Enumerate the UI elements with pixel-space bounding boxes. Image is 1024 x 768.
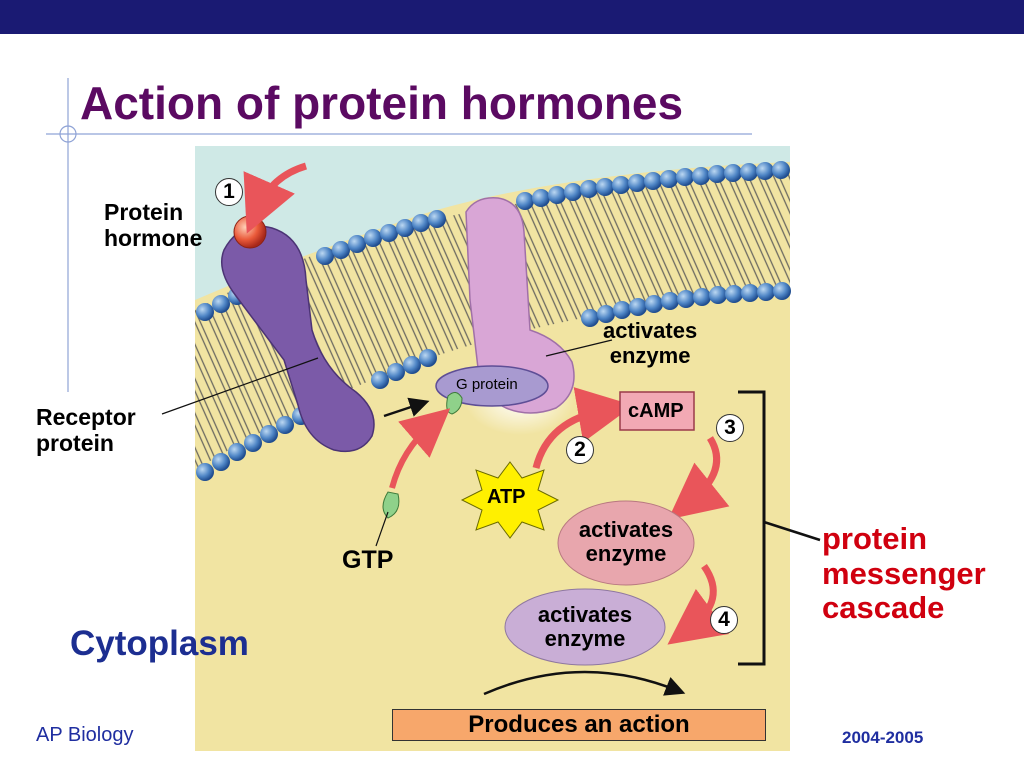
arrow-step-3 — [668, 436, 730, 520]
label-activates-enzyme-low: activates enzyme — [537, 602, 633, 651]
label-activates-enzyme-mid: activates enzyme — [578, 517, 674, 566]
camp-box — [619, 391, 695, 431]
label-protein-hormone: Protein hormone — [104, 199, 203, 252]
receptor-protein — [221, 225, 375, 453]
step-3-badge: 3 — [716, 414, 744, 442]
top-banner — [0, 0, 1024, 34]
slide-title: Action of protein hormones — [80, 77, 684, 129]
enzyme-ellipse-low — [504, 588, 666, 666]
step-4-badge: 4 — [710, 606, 738, 634]
step-2-badge: 2 — [566, 436, 594, 464]
label-gtp: GTP — [342, 546, 394, 574]
protein-hormone-ball — [233, 215, 267, 249]
inner-lipid-heads — [196, 282, 791, 481]
label-activates-enzyme-top: activates enzyme — [603, 318, 698, 369]
enzyme-ellipse-mid — [557, 500, 695, 586]
outer-lipid-heads — [196, 161, 790, 321]
cascade-bracket — [738, 390, 766, 666]
extracellular-area — [195, 146, 790, 300]
arrow-step-1 — [243, 162, 308, 234]
enzyme-protein — [465, 197, 575, 414]
g-protein — [435, 365, 549, 407]
label-atp: ATP — [487, 486, 526, 508]
label-g-protein: G protein — [456, 376, 518, 393]
arrow-gtp — [389, 408, 451, 489]
label-camp: cAMP — [628, 400, 684, 422]
produces-action-box: Produces an action — [392, 709, 766, 741]
step-1-badge: 1 — [215, 178, 243, 206]
arrow-atp-camp — [532, 387, 634, 469]
footer-year: 2004-2005 — [842, 728, 924, 747]
atp-star — [460, 461, 560, 539]
footer-course: AP Biology — [36, 724, 134, 746]
label-receptor-protein: Receptor protein — [36, 404, 136, 457]
label-protein-messenger-cascade: protein messenger cascade — [822, 521, 986, 626]
label-cytoplasm: Cytoplasm — [70, 624, 249, 663]
gtp-leaf — [382, 491, 400, 519]
arrow-step-4 — [667, 563, 730, 645]
arrow-final — [483, 670, 686, 696]
